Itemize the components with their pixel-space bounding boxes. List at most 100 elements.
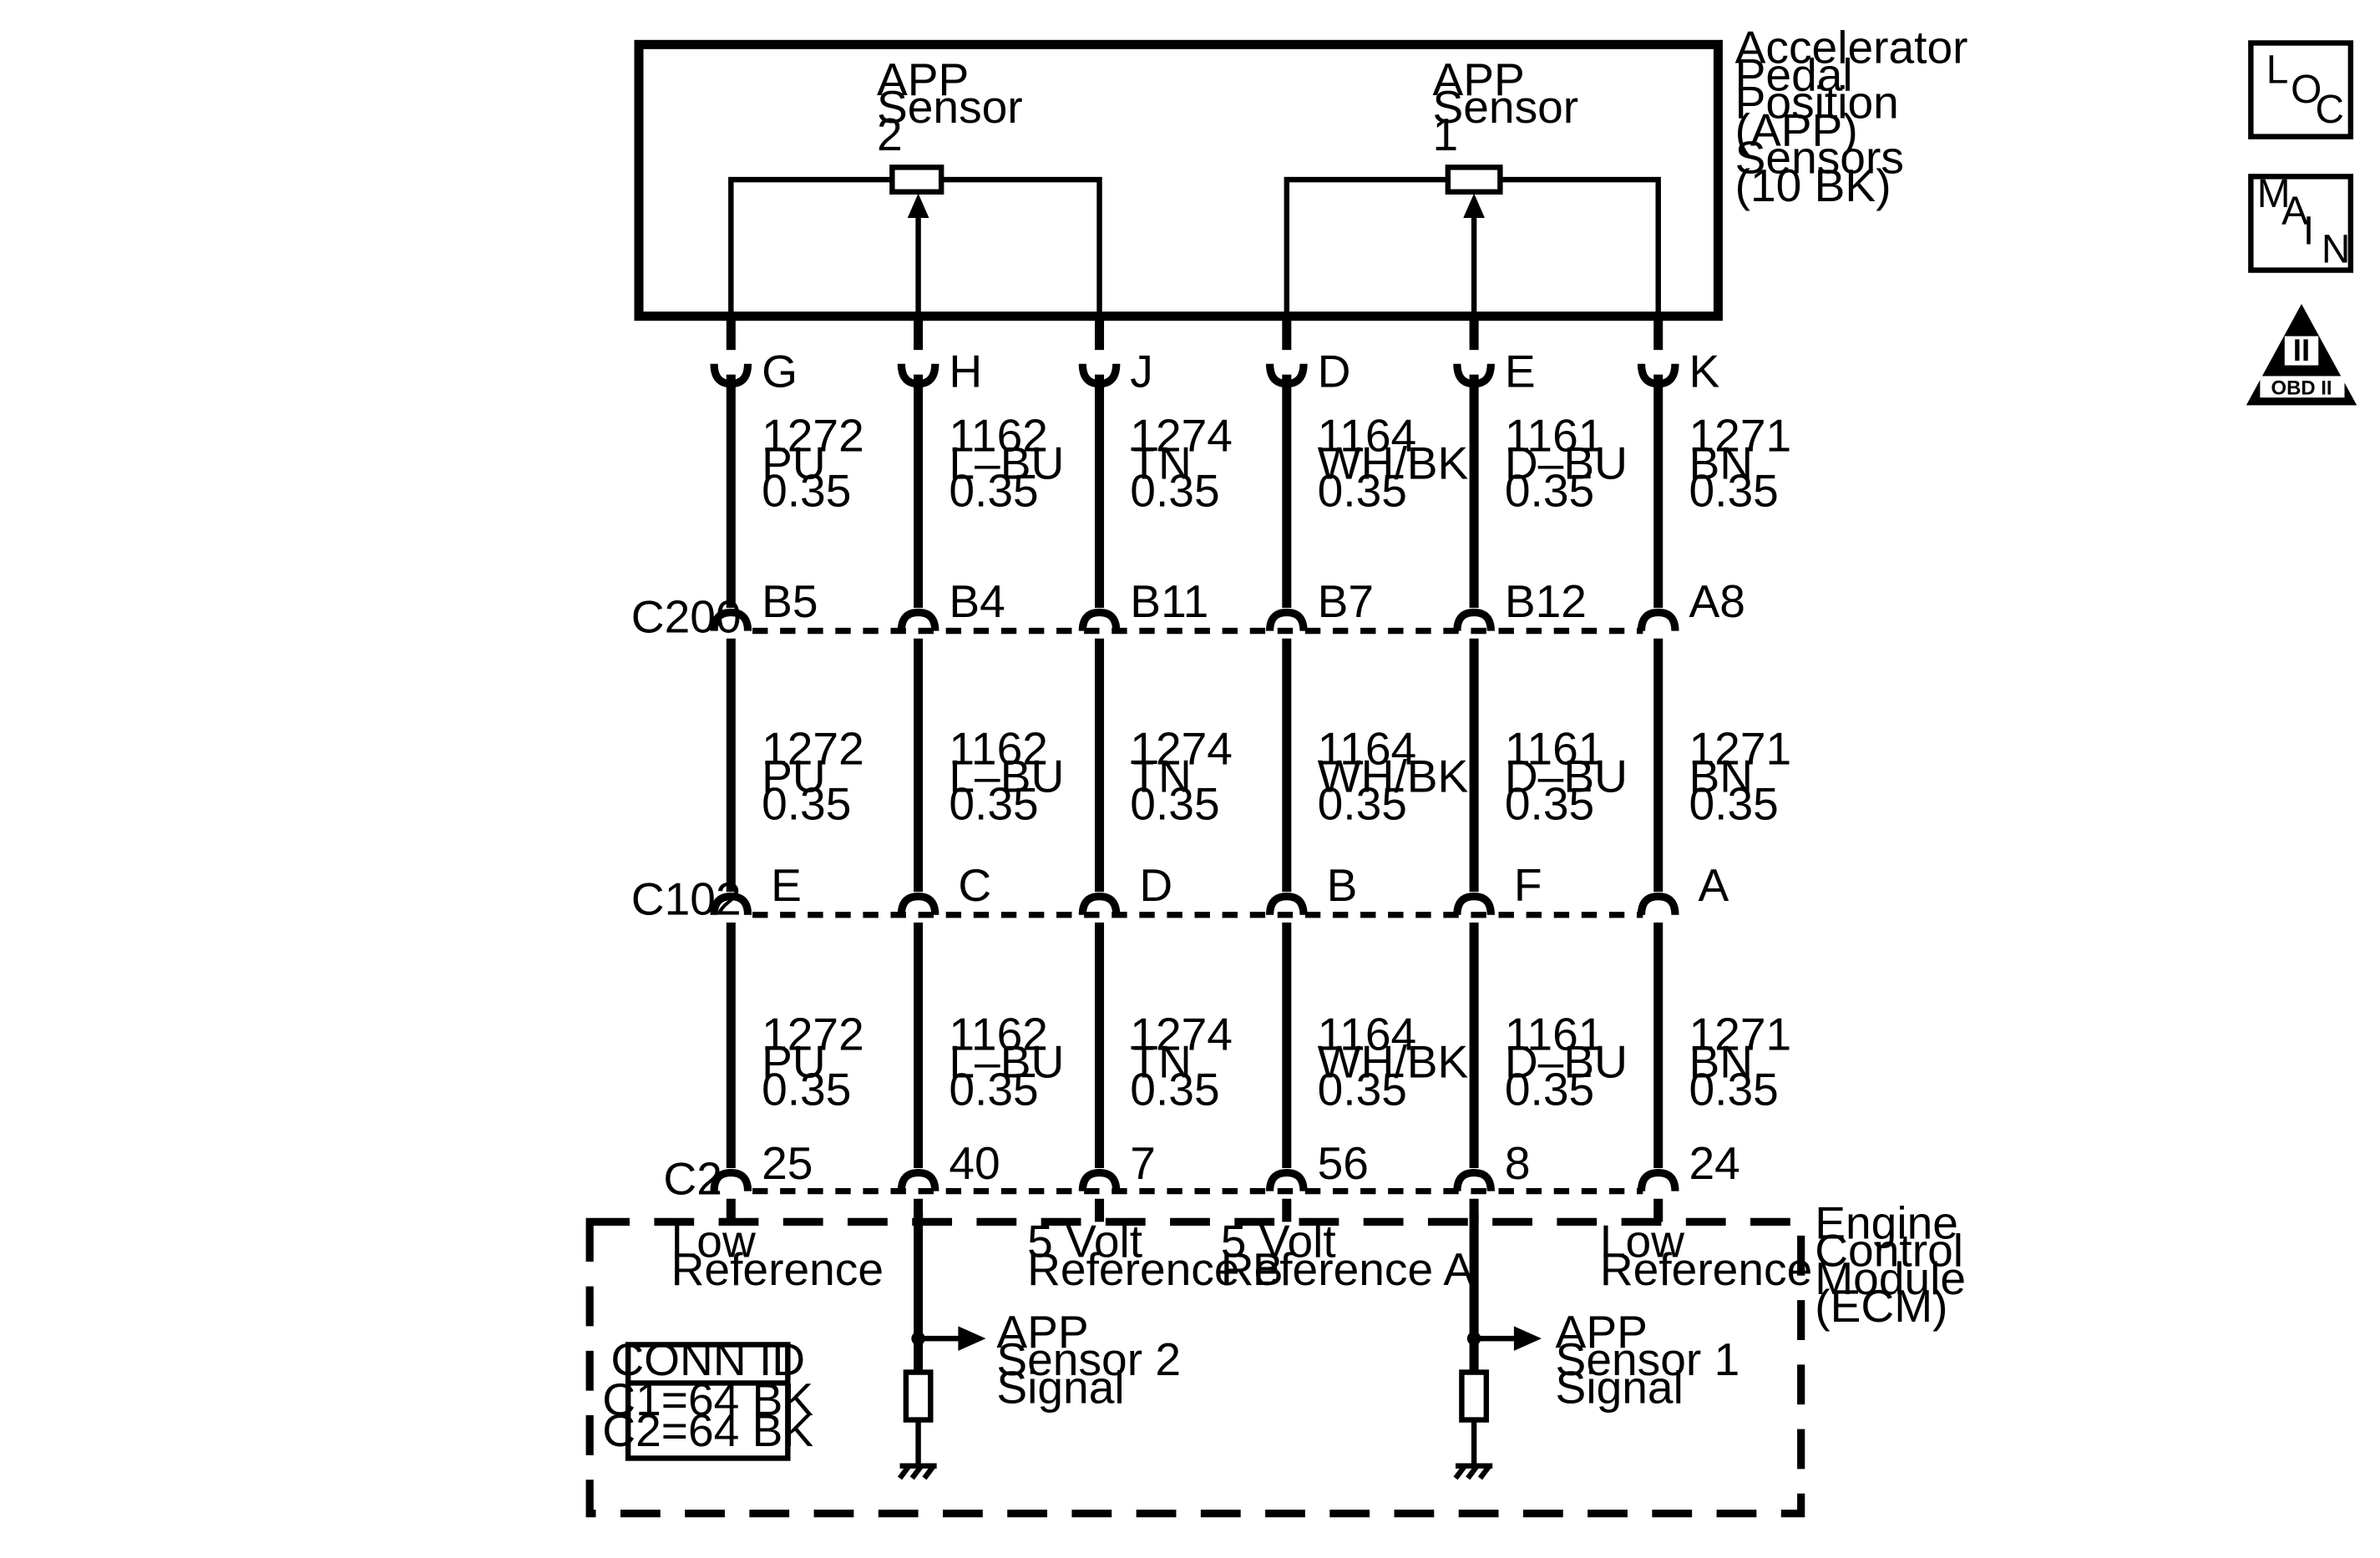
wire-gauge: 0.35 [762, 778, 851, 830]
conn-id-row: C2=64 BK [602, 1404, 813, 1456]
c102-pin-label: B [1327, 859, 1358, 911]
wire-color: WH/BK [1318, 438, 1469, 489]
app-sensor-2-label: APP Sensor 2 [877, 53, 1036, 160]
app-sensor-2-potentiometer [728, 164, 1102, 341]
svg-text:M: M [2257, 172, 2291, 216]
circuit-number: 1164 [1318, 409, 1417, 461]
svg-text:A: A [2281, 189, 2308, 233]
connector-terminal [897, 363, 939, 388]
connector-terminal [897, 893, 939, 915]
circuit-number: 1274 [1130, 1008, 1233, 1060]
wire-color: TN [1130, 751, 1192, 802]
top-pin-label: J [1130, 345, 1153, 397]
wire-color: TN [1130, 438, 1192, 489]
wire-column: HB4C401162L–BU0.351162L–BU0.351162L–BU0.… [897, 316, 1064, 1222]
module-name-line: Pedal [1735, 48, 1853, 100]
c2-pin-label: 7 [1130, 1137, 1156, 1189]
wire-gauge: 0.35 [949, 778, 1038, 830]
ecm-label: Engine Control Module (ECM) [1815, 1197, 1978, 1332]
app-sensor-1-signal-label: APP Sensor 1 Signal [1556, 1306, 1753, 1413]
wire-gauge: 0.35 [1505, 1064, 1594, 1115]
c2-pin-label: 8 [1505, 1137, 1531, 1189]
ecm-box [585, 1217, 1805, 1518]
wire-column: DB7B561164WH/BK0.351164WH/BK0.351164WH/B… [1266, 316, 1469, 1222]
app-sensor-1-signal-circuit [1453, 1212, 1542, 1480]
circuit-number: 1162 [949, 1008, 1048, 1060]
conn-id-title: CONN ID [610, 1333, 805, 1385]
wire-color: PU [762, 1036, 826, 1088]
top-pin-label: G [762, 345, 798, 397]
wire-column: EB12F81161D–BU0.351161D–BU0.351161D–BU0.… [1453, 316, 1628, 1222]
wire-color: D–BU [1505, 438, 1628, 489]
circuit-number: 1161 [1505, 1008, 1604, 1060]
c200-pin-label: B11 [1130, 575, 1208, 627]
circuit-number: 1162 [949, 409, 1048, 461]
c102-pin-label: C [958, 859, 991, 911]
connector-terminal [897, 1168, 939, 1191]
wire-color: TN [1130, 1036, 1192, 1088]
loc-icon[interactable]: L O C [2248, 40, 2354, 139]
svg-text:O: O [2291, 68, 2322, 112]
c102-pin-label: E [771, 859, 802, 911]
wire-gauge: 0.35 [949, 1064, 1038, 1115]
obd-ii-icon[interactable]: II OBD II [2246, 304, 2357, 406]
circuit-number: 1164 [1318, 1008, 1417, 1060]
wire-gauge: 0.35 [1689, 1064, 1778, 1115]
low-reference-right-label: Low Reference [1600, 1216, 1812, 1295]
circuit-number: 1161 [1505, 409, 1604, 461]
wire-color: BN [1689, 1036, 1753, 1088]
circuit-number: 1272 [762, 723, 864, 775]
c200-pin-label: A8 [1689, 575, 1744, 627]
low-reference-left-label: Low Reference [671, 1216, 884, 1295]
connector-terminal [1266, 363, 1308, 388]
connector-terminal [1453, 1168, 1495, 1191]
circuit-number: 1274 [1130, 409, 1233, 461]
circuit-number: 1272 [762, 1008, 864, 1060]
circuit-number: 1272 [762, 409, 864, 461]
wire-color: PU [762, 751, 826, 802]
circuit-number: 1274 [1130, 723, 1233, 775]
module-name-line: (APP) [1735, 104, 1858, 156]
module-name-line: (10 BK) [1735, 159, 1891, 211]
wire-gauge: 0.35 [1505, 465, 1594, 517]
wire-color: L–BU [949, 751, 1064, 802]
connector-terminal [897, 608, 939, 631]
wire-gauge: 0.35 [1689, 465, 1778, 517]
c102-pin-label: F [1514, 859, 1542, 911]
connector-terminal [1078, 893, 1121, 915]
wire-gauge: 0.35 [1318, 778, 1407, 830]
circuit-number: 1271 [1689, 409, 1791, 461]
c102-pin-label: D [1139, 859, 1172, 911]
wire-color: BN [1689, 751, 1753, 802]
c200-pin-label: B5 [762, 575, 818, 627]
module-name-line: Accelerator [1735, 21, 1968, 73]
app-sensor-2-signal-label: APP Sensor 2 Signal [996, 1306, 1193, 1413]
wire-color: L–BU [949, 1036, 1064, 1088]
svg-text:C: C [2316, 88, 2345, 132]
svg-text:L: L [2266, 48, 2289, 92]
connector-terminal [1266, 608, 1308, 631]
connector-terminal [710, 608, 752, 631]
wire-gauge: 0.35 [1318, 465, 1407, 517]
5v-reference-a-label: 5 Volt Reference A [1221, 1216, 1475, 1295]
circuit-number: 1271 [1689, 1008, 1791, 1060]
svg-text:I: I [2303, 209, 2314, 253]
connector-terminal [1078, 608, 1121, 631]
wire-gauge: 0.35 [1130, 465, 1219, 517]
connector-terminal [1453, 608, 1495, 631]
wire-gauge: 0.35 [1130, 1064, 1219, 1115]
connector-terminal [710, 893, 752, 915]
wire-color: WH/BK [1318, 751, 1469, 802]
module-name-line: Sensors [1735, 132, 1904, 184]
wire-gauge: 0.35 [1689, 778, 1778, 830]
main-icon[interactable]: M A I N [2248, 172, 2354, 273]
c102-pin-label: A [1699, 859, 1729, 911]
connector-terminal [1637, 1168, 1679, 1191]
svg-text:N: N [2322, 227, 2351, 271]
conn-id-table: CONN ID C1=64 BK C2=64 BK [602, 1333, 813, 1461]
wire-color: D–BU [1505, 1036, 1628, 1088]
wire-color: D–BU [1505, 751, 1628, 802]
connector-terminal [1637, 893, 1679, 915]
wire-color: WH/BK [1318, 1036, 1469, 1088]
